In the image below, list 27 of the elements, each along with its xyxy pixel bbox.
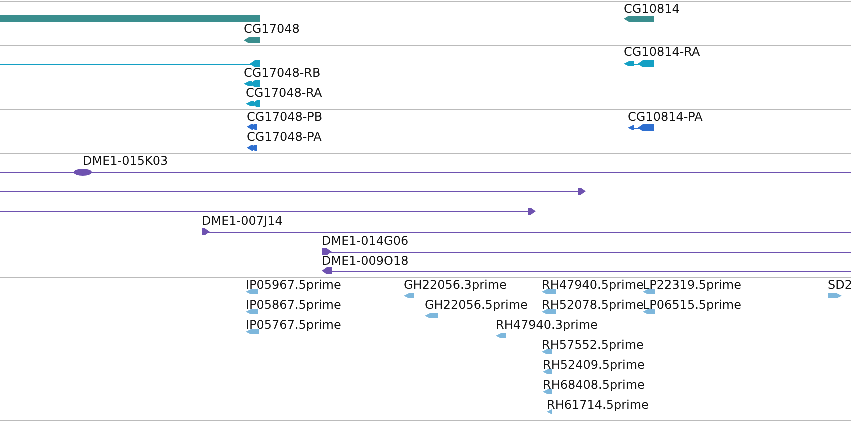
feature-label: CG10814-RA [624, 45, 700, 59]
feature-label: RH61714.5prime [547, 398, 649, 412]
feature-label: LP22319.5prime [643, 278, 742, 292]
feature-label: RH52078.5prime [542, 298, 644, 312]
feature-label: CG17048-RA [246, 86, 322, 100]
feature-label: IP05967.5prime [246, 278, 342, 292]
feature-label: DME1-009O18 [322, 254, 409, 268]
feature-label: GH22056.3prime [404, 278, 507, 292]
feature-label: CG17048-PB [247, 110, 323, 124]
feature-label: RH57552.5prime [542, 338, 644, 352]
feature-label: DME1-014G06 [322, 234, 409, 248]
feature-label: CG10814-PA [628, 110, 703, 124]
feature-label: RH68408.5prime [543, 378, 645, 392]
feature-label: IP05867.5prime [246, 298, 342, 312]
feature-label: IP05767.5prime [246, 318, 342, 332]
feature-label: CG10814 [624, 2, 680, 16]
feature-label: LP06515.5prime [643, 298, 742, 312]
feature-label: RH47940.3prime [496, 318, 598, 332]
feature-label: CG17048-PA [247, 130, 322, 144]
feature-label: SD2 [828, 278, 851, 292]
feature-label: GH22056.5prime [425, 298, 528, 312]
feature-label: RH52409.5prime [543, 358, 645, 372]
feature-label: DME1-015K03 [83, 154, 168, 168]
feature-label: CG17048 [244, 22, 300, 36]
feature-label: DME1-007J14 [202, 214, 283, 228]
feature-label: CG17048-RB [244, 66, 321, 80]
feature-label: RH47940.5prime [542, 278, 644, 292]
